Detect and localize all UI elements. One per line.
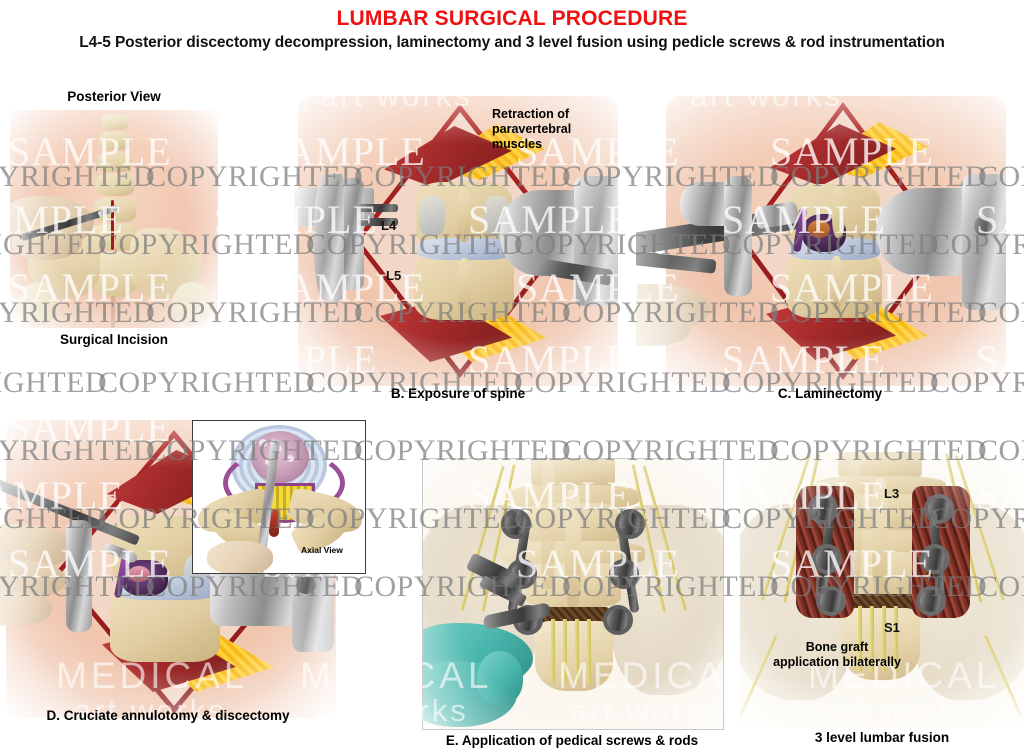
panel-d-caption: D. Cruciate annulotomy & discectomy [46, 708, 290, 723]
panel-f-caption: 3 level lumbar fusion [814, 730, 950, 745]
panel-d-axial-view-inset: Axial View [192, 420, 366, 574]
sample-watermark: SAMPLE [770, 405, 934, 450]
page-subtitle: L4-5 Posterior discectomy decompression,… [79, 34, 945, 51]
panel-d-inset-label: Axial View [301, 545, 343, 555]
panel-f-vertebra-l3: L3 [884, 486, 900, 501]
panel-b-exposure-of-spine [288, 96, 628, 386]
panel-a-posterior-view [10, 110, 218, 328]
panel-a-top-label: Posterior View [67, 89, 161, 104]
panel-f-three-level-fusion [740, 452, 1024, 728]
panel-f-annotation-line1: Bone graft [805, 640, 869, 654]
panel-b-annotation-line3: muscles [492, 137, 543, 151]
page-title: LUMBAR SURGICAL PROCEDURE [336, 7, 688, 30]
panel-b-caption: B. Exposure of spine [390, 386, 526, 401]
copyright-watermark: COPYRIGHTED [0, 366, 108, 399]
header: LUMBAR SURGICAL PROCEDURE L4-5 Posterior… [0, 0, 1024, 68]
panel-b-annotation-line1: Retraction of [492, 107, 570, 121]
panel-f-annotation-line2: application bilaterally [773, 655, 901, 669]
panel-e-caption: E. Application of pedical screws & rods [445, 733, 699, 748]
panel-e-pedicle-screws-rods [422, 458, 724, 730]
panel-b-annotation-line2: paravertebral [492, 122, 572, 136]
panel-b-vertebra-l4: L4 [381, 218, 397, 233]
copyright-watermark: COPYRIGHTED [98, 366, 316, 399]
panel-f-vertebra-s1: S1 [884, 620, 900, 635]
sample-watermark: SAMPLE [516, 405, 680, 450]
panel-c-laminectomy [636, 96, 1024, 386]
panel-b-annotation: Retraction of paravertebral muscles [492, 107, 622, 152]
panel-b-vertebra-l5: L5 [386, 268, 402, 283]
panel-c-caption: C. Laminectomy [777, 386, 883, 401]
panel-a-caption: Surgical Incision [59, 332, 169, 347]
panel-f-bone-graft-annotation: Bone graft application bilaterally [762, 640, 912, 670]
